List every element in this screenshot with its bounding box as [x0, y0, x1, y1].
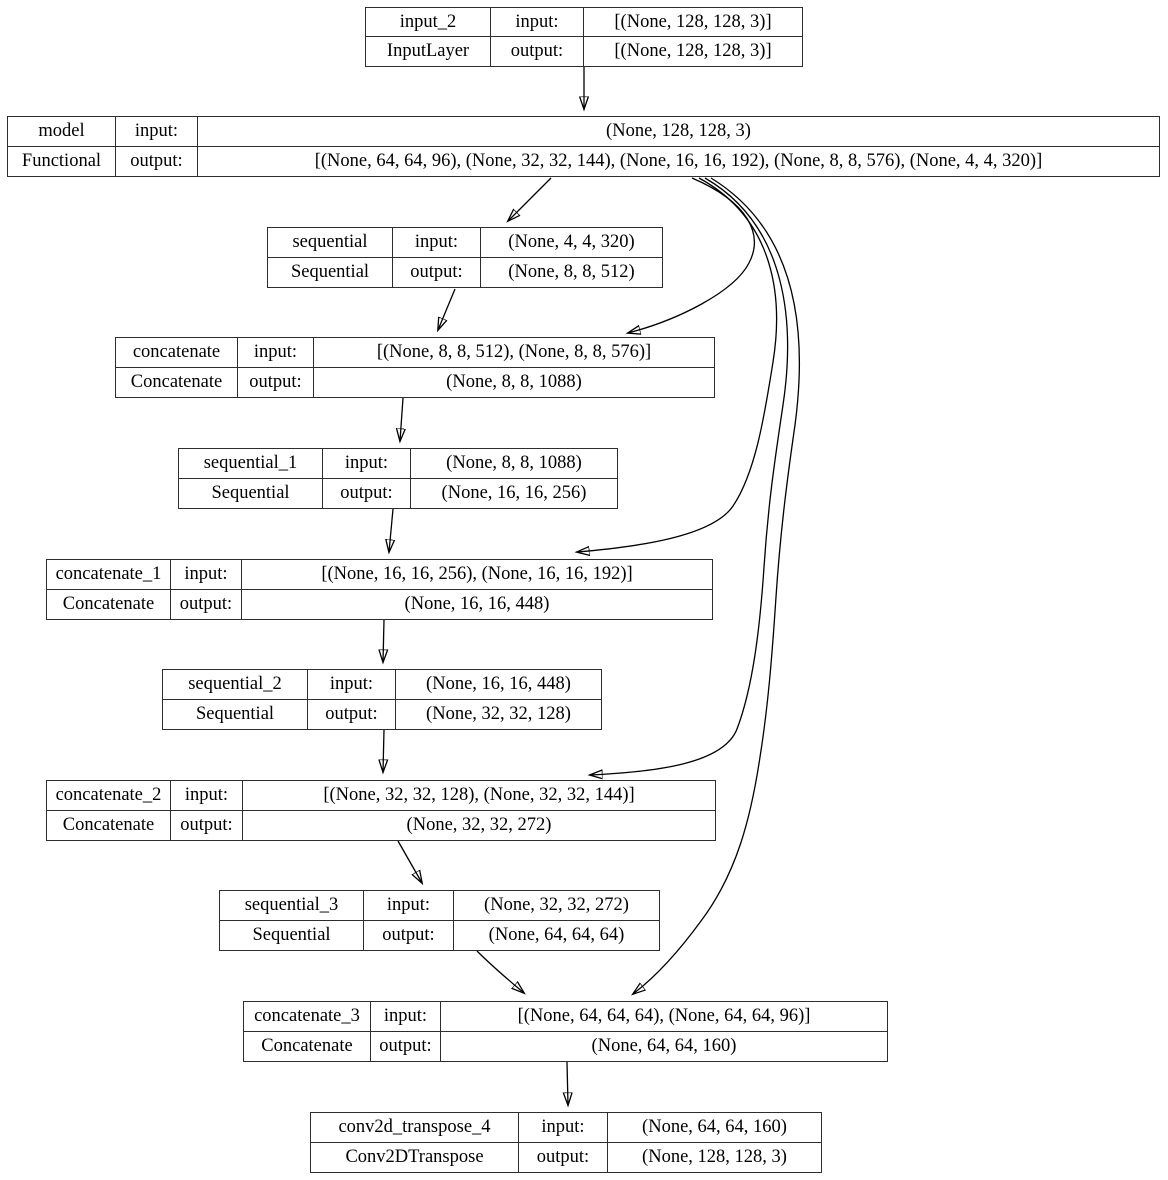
output-shape: (None, 128, 128, 3)	[642, 1147, 787, 1167]
input-shape: [(None, 16, 16, 256), (None, 16, 16, 192…	[242, 560, 712, 590]
layer-class: Conv2DTranspose	[311, 1142, 519, 1172]
edge-sequential1-concatenate1	[389, 508, 393, 552]
input-label: input:	[171, 560, 242, 590]
output-shape: (None, 64, 64, 64)	[488, 925, 625, 945]
output-shape: (None, 32, 32, 128)	[426, 704, 571, 724]
output-label: output:	[323, 478, 411, 508]
layer-class: Concatenate	[47, 589, 171, 619]
output-label: output:	[116, 146, 198, 176]
input-shape: [(None, 8, 8, 512), (None, 8, 8, 576)]	[314, 338, 714, 368]
node-concatenate: concatenate input: [(None, 8, 8, 512), (…	[115, 337, 715, 398]
node-sequential-2: sequential_2 input: (None, 16, 16, 448) …	[162, 669, 602, 730]
input-label: input:	[519, 1113, 608, 1143]
input-shape: (None, 128, 128, 3)	[198, 117, 1159, 147]
layer-name: concatenate_2	[47, 781, 171, 811]
output-shape: [(None, 64, 64, 96), (None, 32, 32, 144)…	[314, 151, 1043, 171]
layer-name: sequential_2	[163, 670, 308, 700]
input-shape: [(None, 64, 64, 64), (None, 64, 64, 96)]	[441, 1002, 887, 1032]
layer-name: concatenate_3	[244, 1002, 371, 1032]
output-shape: (None, 32, 32, 272)	[406, 815, 552, 835]
input-label: input:	[116, 117, 198, 147]
output-shape: (None, 16, 16, 448)	[404, 594, 550, 614]
edge-sequential-concatenate	[438, 288, 456, 330]
edge-model-concatenate1	[577, 177, 778, 552]
layer-class: Concatenate	[244, 1031, 371, 1061]
output-shape: (None, 8, 8, 512)	[508, 262, 635, 282]
node-concatenate-1: concatenate_1 input: [(None, 16, 16, 256…	[46, 559, 713, 620]
output-shape: (None, 64, 64, 160)	[591, 1036, 737, 1056]
edge-sequential2-concatenate2	[383, 729, 384, 772]
output-shape: [(None, 128, 128, 3)]	[614, 41, 772, 62]
input-label: input:	[371, 1002, 441, 1032]
node-sequential: sequential input: (None, 4, 4, 320) Sequ…	[267, 227, 663, 288]
output-shape: (None, 8, 8, 1088)	[446, 372, 582, 392]
edge-concatenate2-sequential3	[397, 840, 422, 883]
input-label: input:	[393, 228, 481, 258]
input-shape: (None, 4, 4, 320)	[481, 228, 662, 258]
edge-concatenate-sequential1	[400, 397, 403, 441]
node-concatenate-3: concatenate_3 input: [(None, 64, 64, 64)…	[243, 1001, 888, 1062]
input-shape: (None, 32, 32, 272)	[454, 891, 659, 921]
output-label: output:	[371, 1031, 441, 1061]
input-shape: [(None, 32, 32, 128), (None, 32, 32, 144…	[243, 781, 715, 811]
output-label: output:	[171, 589, 242, 619]
input-shape: (None, 16, 16, 448)	[396, 670, 601, 700]
edge-sequential3-concatenate3	[476, 950, 524, 993]
node-conv2d-transpose-4: conv2d_transpose_4 input: (None, 64, 64,…	[310, 1112, 822, 1173]
input-shape: [(None, 128, 128, 3)]	[584, 8, 802, 37]
input-label: input:	[238, 338, 314, 368]
edge-model-sequential	[508, 177, 552, 221]
layer-class: InputLayer	[366, 37, 491, 66]
layer-name: concatenate	[116, 338, 238, 368]
layer-class: Concatenate	[47, 810, 171, 840]
node-model: model input: (None, 128, 128, 3) Functio…	[7, 116, 1160, 177]
node-concatenate-2: concatenate_2 input: [(None, 32, 32, 128…	[46, 780, 716, 841]
layer-class: Functional	[8, 146, 116, 176]
output-label: output:	[393, 257, 481, 287]
layer-name: input_2	[366, 8, 491, 37]
input-label: input:	[171, 781, 243, 811]
edge-concatenate1-sequential2	[383, 619, 384, 662]
edge-model-concatenate2	[590, 177, 789, 775]
output-shape: (None, 16, 16, 256)	[441, 483, 587, 503]
edge-model-concatenate3	[633, 177, 801, 994]
layer-class: Sequential	[220, 920, 364, 950]
input-shape: (None, 64, 64, 160)	[608, 1113, 821, 1143]
node-sequential-3: sequential_3 input: (None, 32, 32, 272) …	[219, 890, 660, 951]
layer-name: conv2d_transpose_4	[311, 1113, 519, 1143]
output-label: output:	[519, 1142, 608, 1172]
node-input-2: input_2 input: [(None, 128, 128, 3)] Inp…	[365, 7, 803, 67]
input-label: input:	[491, 8, 584, 37]
output-label: output:	[364, 920, 454, 950]
layer-name: model	[8, 117, 116, 147]
output-label: output:	[171, 810, 243, 840]
node-sequential-1: sequential_1 input: (None, 8, 8, 1088) S…	[178, 448, 618, 509]
output-label: output:	[491, 37, 584, 66]
input-label: input:	[308, 670, 396, 700]
output-label: output:	[308, 699, 396, 729]
layer-name: sequential	[268, 228, 393, 258]
layer-class: Sequential	[179, 478, 323, 508]
layer-name: sequential_3	[220, 891, 364, 921]
input-label: input:	[323, 449, 411, 479]
layer-class: Concatenate	[116, 367, 238, 397]
layer-name: concatenate_1	[47, 560, 171, 590]
layer-name: sequential_1	[179, 449, 323, 479]
layer-class: Sequential	[268, 257, 393, 287]
layer-class: Sequential	[163, 699, 308, 729]
input-label: input:	[364, 891, 454, 921]
input-shape: (None, 8, 8, 1088)	[411, 449, 617, 479]
edge-concatenate3-conv2dtranspose4	[567, 1061, 568, 1105]
output-label: output:	[238, 367, 314, 397]
